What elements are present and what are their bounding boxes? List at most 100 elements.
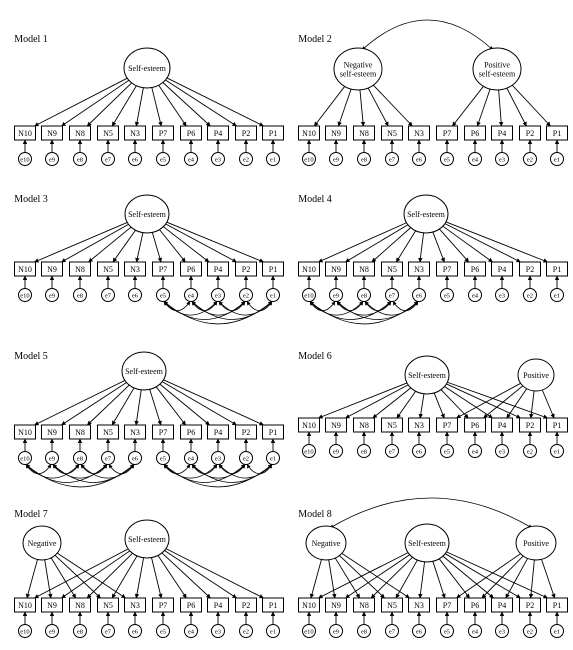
error-label: e9 (49, 292, 55, 299)
error-circle (45, 624, 59, 638)
error-label: e2 (527, 628, 533, 635)
loading-arrow (541, 389, 555, 419)
item-label: P7 (159, 428, 167, 437)
error-label: e8 (361, 448, 367, 455)
error-covariance-arc (218, 301, 273, 316)
error-covariance-arc (364, 301, 419, 316)
error-label: e6 (132, 156, 139, 163)
loading-arrow (337, 88, 352, 127)
item-label: N10 (302, 421, 316, 430)
item-label: N9 (47, 129, 57, 138)
loading-arrow (483, 385, 524, 419)
error-circle (329, 444, 343, 458)
item-label: P1 (269, 129, 277, 138)
item-label: N3 (130, 601, 140, 610)
error-label: e4 (472, 628, 479, 635)
item-label: N10 (302, 265, 316, 274)
latent-se-ellipse (121, 351, 167, 391)
item-label: P7 (159, 129, 167, 138)
loading-arrow (345, 224, 409, 263)
loading-arrow (529, 390, 535, 419)
latent-label: self-esteem (340, 70, 377, 79)
item-label: P1 (269, 601, 277, 610)
error-label: e3 (215, 455, 221, 462)
error-label: e1 (554, 628, 560, 635)
loading-arrow (341, 553, 410, 599)
item-label: N3 (414, 421, 424, 430)
item-label: P7 (443, 421, 451, 430)
item-label: P4 (498, 601, 506, 610)
error-covariance-arc (80, 464, 108, 475)
latent-label: Self-esteem (125, 367, 164, 376)
item-label: N9 (331, 265, 341, 274)
loading-arrow (345, 554, 410, 599)
loading-arrow (165, 223, 237, 263)
error-circle (495, 288, 509, 302)
error-label: e6 (132, 292, 139, 299)
item-label: N5 (103, 428, 113, 437)
error-label: e3 (215, 292, 221, 299)
item-label: N10 (18, 265, 32, 274)
item-label: P4 (498, 265, 506, 274)
item-label: N5 (103, 601, 113, 610)
loading-arrow (54, 554, 101, 599)
model-1-panel: Model 1Self-esteemN10e10N9e9N8e8N5e7N3e6… (14, 34, 284, 166)
error-circle (266, 152, 280, 166)
error-label: e5 (444, 292, 450, 299)
latent-label: Self-esteem (128, 64, 167, 73)
item-label: N8 (359, 129, 369, 138)
error-circle (302, 444, 316, 458)
loading-arrow (57, 552, 126, 599)
item-label: P6 (471, 265, 479, 274)
item-label: P2 (242, 129, 250, 138)
model-title: Model 2 (298, 34, 332, 45)
loading-arrow (161, 552, 211, 599)
loading-arrow (151, 87, 163, 127)
item-label: P1 (553, 601, 561, 610)
error-covariance-arc (364, 301, 392, 312)
item-label: N9 (47, 265, 57, 274)
item-label: P4 (214, 428, 222, 437)
loading-arrow (318, 552, 409, 599)
loading-arrow (334, 557, 361, 599)
error-label: e3 (499, 628, 505, 635)
error-covariance-arc (191, 301, 218, 312)
model-5-panel: Model 5Self-esteemN10e10N9e9N8e8N5e7N3e6… (14, 351, 284, 488)
latent-pos-ellipse (517, 358, 555, 392)
loading-arrow (158, 84, 187, 127)
error-circle (495, 624, 509, 638)
latent-label: Self-esteem (128, 535, 167, 544)
item-label: P6 (187, 129, 195, 138)
error-covariance-arc (392, 301, 419, 312)
error-label: e5 (160, 156, 166, 163)
loading-arrow (112, 229, 136, 263)
error-circle (550, 288, 564, 302)
item-label: P2 (242, 428, 250, 437)
loading-arrow (134, 389, 142, 426)
latent-label: Negative (312, 539, 341, 548)
loading-arrow (111, 85, 137, 127)
latent-se-ellipse (123, 47, 171, 89)
item-label: N8 (359, 421, 369, 430)
item-label: N5 (387, 265, 397, 274)
error-circle (440, 288, 454, 302)
loading-arrow (166, 221, 264, 263)
item-label: P7 (443, 129, 451, 138)
item-label: N5 (103, 265, 113, 274)
error-circle (18, 152, 32, 166)
error-circle (73, 288, 87, 302)
loading-arrow (444, 553, 521, 599)
item-label: P2 (242, 265, 250, 274)
error-label: e4 (188, 628, 195, 635)
error-covariance-arc (163, 464, 191, 475)
item-label: N8 (359, 601, 369, 610)
item-label: P6 (471, 601, 479, 610)
loading-arrow (371, 227, 411, 263)
item-label: P2 (526, 129, 534, 138)
loading-arrow (396, 391, 416, 419)
error-covariance-arc (80, 464, 135, 479)
error-label: e1 (270, 292, 276, 299)
item-label: N9 (47, 601, 57, 610)
loading-arrow (438, 558, 470, 599)
